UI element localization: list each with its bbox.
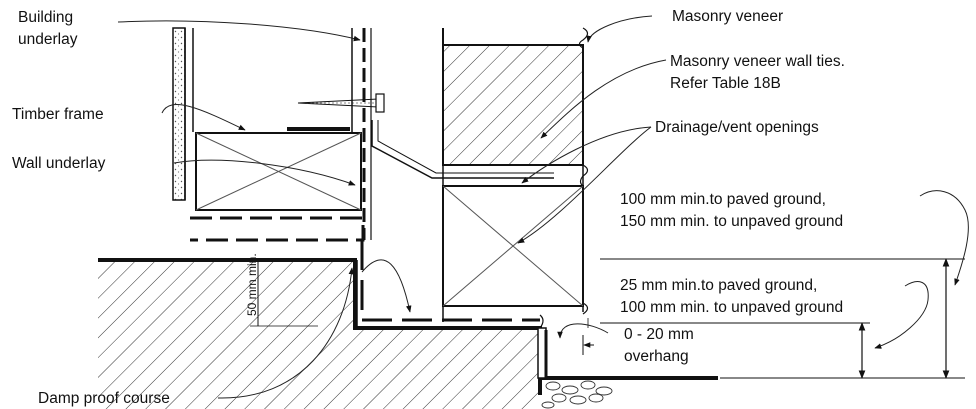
- label-wall-underlay: Wall underlay: [12, 155, 106, 172]
- label-overhang-2: overhang: [624, 348, 689, 365]
- label-clearance1-line1: 100 mm min.to paved ground,: [620, 191, 826, 208]
- label-clearance1-line2: 150 mm min. to unpaved ground: [620, 213, 843, 230]
- label-timber-frame: Timber frame: [12, 106, 104, 123]
- label-drainage-vent: Drainage/vent openings: [655, 119, 819, 136]
- wall-lining: [172, 27, 186, 201]
- foundation-hatch: [98, 260, 540, 409]
- label-building-underlay-1: Building: [18, 9, 73, 26]
- gravel: [541, 380, 613, 409]
- dpc-line: [360, 240, 540, 322]
- label-wall-ties-1: Masonry veneer wall ties.: [670, 53, 845, 70]
- label-building-underlay-2: underlay: [18, 31, 78, 48]
- label-masonry-veneer: Masonry veneer: [672, 8, 783, 25]
- dim-50-label: 50 mm min.: [245, 253, 259, 316]
- label-clearance2-line2: 100 mm min. to unpaved ground: [620, 299, 843, 316]
- label-overhang-1: 0 - 20 mm: [624, 326, 694, 343]
- masonry-veneer-brick: [442, 44, 584, 166]
- wall-underlay-line: [190, 216, 365, 242]
- label-wall-ties-2: Refer Table 18B: [670, 75, 781, 92]
- label-damp-proof-course: Damp proof course: [38, 390, 170, 407]
- veneer-lower-brick: [442, 185, 584, 307]
- label-clearance2-line1: 25 mm min.to paved ground,: [620, 277, 817, 294]
- wall-tie: [297, 93, 385, 113]
- bottom-plate: [195, 132, 362, 211]
